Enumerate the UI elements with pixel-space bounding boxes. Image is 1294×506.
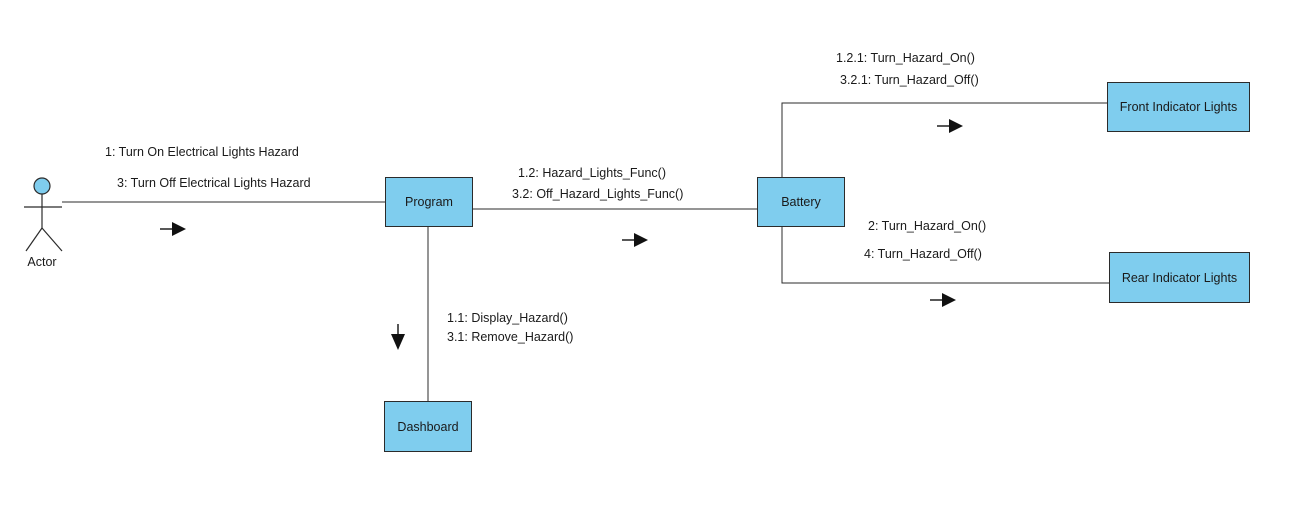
actor-leg-left	[25, 227, 43, 252]
message-label: 1.2: Hazard_Lights_Func()	[518, 166, 666, 180]
message-label: 3: Turn Off Electrical Lights Hazard	[117, 176, 311, 190]
link-battery-front[interactable]	[781, 102, 1107, 177]
message-label: 3.2: Off_Hazard_Lights_Func()	[512, 187, 684, 201]
node-front-indicator-lights[interactable]: Front Indicator Lights	[1107, 82, 1250, 132]
message-label: 3.1: Remove_Hazard()	[447, 330, 574, 344]
node-dashboard[interactable]: Dashboard	[384, 401, 472, 452]
node-battery[interactable]: Battery	[757, 177, 845, 227]
actor-leg-right	[41, 227, 63, 252]
message-label: 4: Turn_Hazard_Off()	[864, 247, 982, 261]
message-label: 1.1: Display_Hazard()	[447, 311, 568, 325]
message-label: 2: Turn_Hazard_On()	[868, 219, 987, 233]
node-program[interactable]: Program	[385, 177, 473, 227]
link-battery-rear[interactable]	[781, 227, 1109, 284]
message-label: 1: Turn On Electrical Lights Hazard	[105, 145, 299, 159]
actor-figure[interactable]	[24, 177, 63, 252]
arrow-down-icon	[391, 324, 405, 350]
actor-label: Actor	[27, 255, 57, 269]
node-rear-indicator-lights[interactable]: Rear Indicator Lights	[1109, 252, 1250, 303]
arrow-right-icon	[930, 293, 956, 307]
message-label: 3.2.1: Turn_Hazard_Off()	[840, 73, 979, 87]
arrow-right-icon	[160, 222, 186, 236]
message-label: 1.2.1: Turn_Hazard_On()	[836, 51, 975, 65]
arrow-right-icon	[622, 233, 648, 247]
arrow-right-icon	[937, 119, 963, 133]
actor-head	[33, 177, 51, 195]
